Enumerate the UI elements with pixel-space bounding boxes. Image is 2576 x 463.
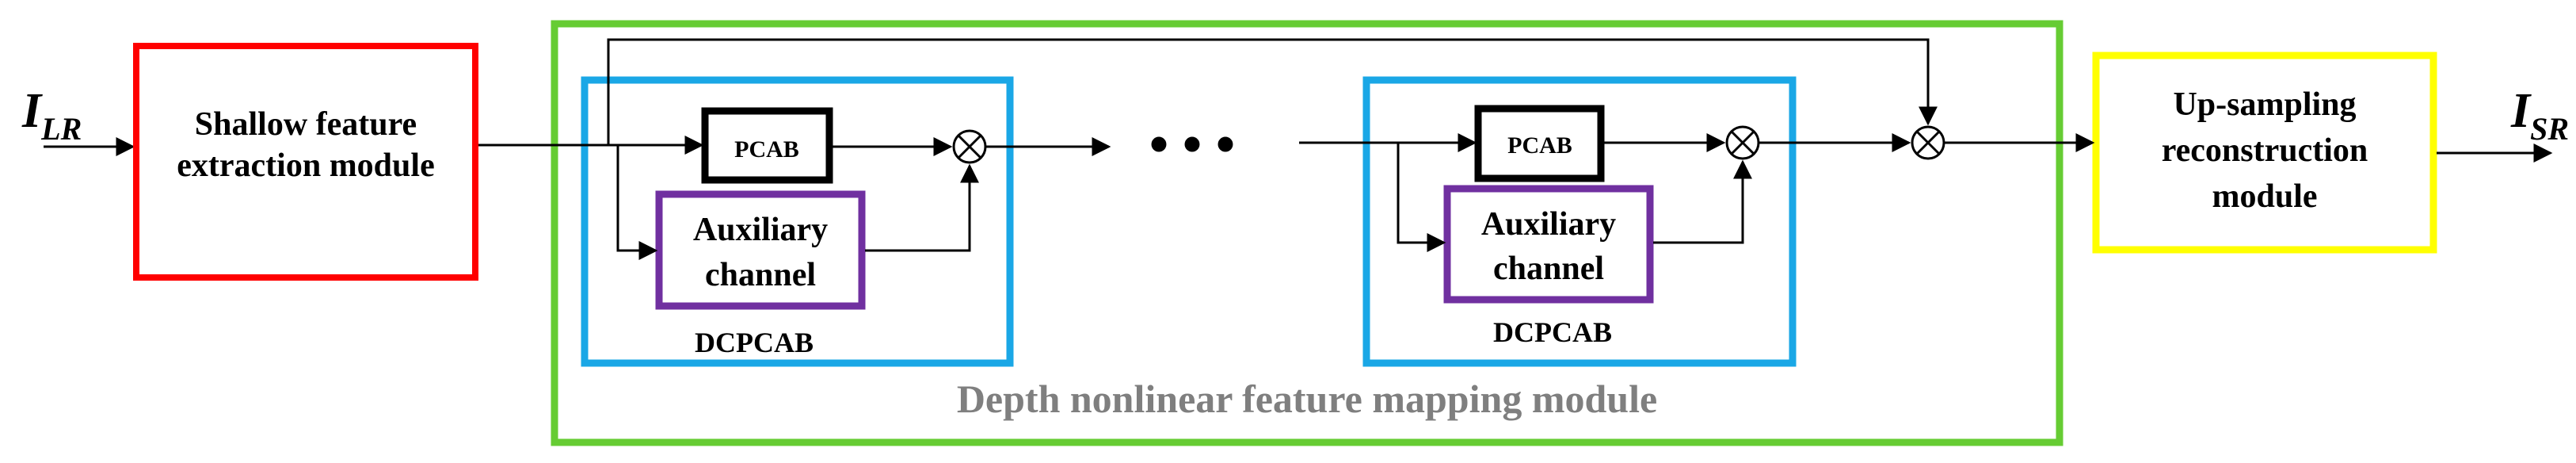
connections [478, 38, 2553, 260]
aux-channel-2-line2: channel [1493, 251, 1604, 287]
dcpcab-block-1 [581, 76, 1014, 367]
dcpcab-block-1-label: DCPCAB [695, 327, 814, 358]
multiply-node-final [1911, 125, 1945, 160]
shallow-module-line2: extraction module [177, 147, 434, 184]
upsampling-module-box [2092, 52, 2437, 254]
depth-module-label: Depth nonlinear feature mapping module [957, 377, 1657, 421]
pcab-1-box [701, 107, 833, 184]
aux-channel-1-line2: channel [705, 257, 816, 293]
dcpcab-block-2-label: DCPCAB [1493, 316, 1612, 348]
dcpcab-block-2 [1362, 76, 1797, 367]
multiply-node-1 [952, 129, 987, 164]
input-label: ILR [21, 84, 82, 147]
upsampling-module-line2: reconstruction [2162, 132, 2368, 169]
pcab-2-label: PCAB [1507, 132, 1572, 159]
shallow-module-line1: Shallow feature [195, 106, 417, 143]
output-label: ISR [2510, 84, 2569, 147]
aux-channel-1-line1: Auxiliary [693, 212, 828, 248]
upsampling-module-line3: module [2212, 178, 2317, 215]
aux-channel-2-line1: Auxiliary [1481, 206, 1616, 243]
aux-channel-2-box [1443, 185, 1654, 304]
ellipsis: • • • [1149, 114, 1236, 175]
aux-channel-1-box [655, 190, 866, 310]
pcab-1-label: PCAB [734, 136, 799, 163]
pcab-2-box [1474, 105, 1605, 182]
multiply-node-2 [1725, 125, 1760, 160]
upsampling-module-line1: Up-sampling [2173, 86, 2356, 123]
shallow-module-box [133, 43, 478, 281]
depth-module-box [551, 20, 2063, 446]
